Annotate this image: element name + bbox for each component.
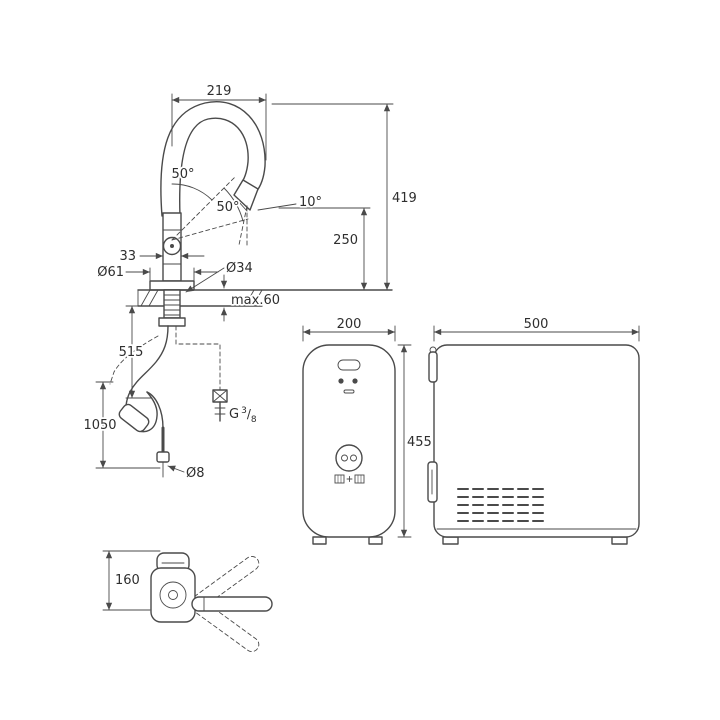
dimension-swing-clearance: 160: [102, 550, 161, 611]
shank-diameter-label: Ø34: [226, 261, 253, 276]
filter-plus-carbonation-icon: [334, 474, 365, 484]
angle-valve: [212, 389, 228, 422]
dimension-shank-diameter: Ø34: [185, 259, 255, 293]
hose-bracket: [428, 346, 438, 383]
dimension-hose-long: 1050: [82, 381, 161, 469]
cooler-height-label: 455: [407, 435, 432, 450]
dimension-base-diameter: Ø61: [95, 263, 219, 282]
ventilation-grille-icon: [457, 488, 544, 522]
spout-head: [233, 179, 259, 211]
cooler-side-view: 500: [427, 315, 640, 545]
cooler-depth-label: 500: [524, 317, 549, 332]
dimension-max-counter: max.60: [220, 274, 282, 322]
swing-clearance-label: 160: [115, 573, 140, 588]
indicator-dot-icon: [338, 378, 344, 384]
faucet-body: [149, 212, 195, 291]
cooler-foot: [611, 536, 628, 545]
outlet-height-label: 250: [333, 233, 358, 248]
total-height-label: 419: [392, 191, 417, 206]
base-top: [150, 567, 196, 623]
cooler-side-body: [433, 344, 640, 538]
cooler-width-label: 200: [337, 317, 362, 332]
hose-diameter-label: Ø8: [186, 466, 205, 481]
dimension-cooler-depth: 500: [433, 315, 640, 342]
faucet-front-view: 219 419 250 50° 50° 10° 33 Ø61: [82, 82, 419, 483]
faucet-top-view: 160: [102, 550, 273, 653]
cooler-front-view: 200 455: [302, 315, 434, 545]
spout-reach-label: 219: [207, 84, 232, 99]
connector-block: [427, 461, 438, 503]
indicator-dash-icon: [343, 389, 355, 394]
cooler-foot: [312, 536, 327, 545]
cooler-foot: [368, 536, 383, 545]
hose-weight: [118, 403, 150, 433]
dimension-spout-reach: 219: [171, 82, 267, 161]
base-diameter-label: Ø61: [97, 265, 124, 280]
body-width-label: 33: [119, 249, 136, 264]
swivel-upper-label: 50°: [171, 167, 194, 182]
cooler-front-body: [302, 344, 396, 538]
mounting-nut: [158, 317, 186, 327]
dimension-hose-diameter: Ø8: [167, 464, 206, 483]
hose-assembly: [109, 325, 228, 478]
status-led-icon: [337, 359, 361, 371]
pullout-hose-extended-dashed: [109, 335, 159, 385]
dimension-outlet-height: 250: [278, 207, 371, 291]
hose-short-label: 515: [119, 345, 144, 360]
supply-hose-dashed: [175, 325, 221, 391]
swivel-angle-geometry: [171, 176, 297, 247]
swivel-lower-label: 50°: [216, 200, 239, 215]
base-escutcheon: [149, 280, 195, 291]
pullout-hose: [129, 325, 169, 393]
max-counter-label: max.60: [231, 293, 280, 308]
dimension-hose-short: 515: [117, 305, 153, 399]
blue-button-icon: [335, 444, 363, 472]
spray-angle-label: 10°: [299, 195, 322, 210]
dimension-cooler-width: 200: [302, 315, 396, 342]
cooler-foot: [442, 536, 459, 545]
mounting-shank: [158, 289, 186, 327]
hose-long-label: 1050: [83, 418, 116, 433]
lever-solid: [191, 596, 273, 612]
hose-connector: [156, 451, 170, 463]
faucet-spout: [160, 101, 266, 217]
dimension-total-height: 419: [271, 103, 419, 291]
dimension-body-width: 33: [118, 247, 205, 266]
dimension-cooler-height: 455: [397, 344, 434, 538]
indicator-dot-icon: [352, 378, 358, 384]
